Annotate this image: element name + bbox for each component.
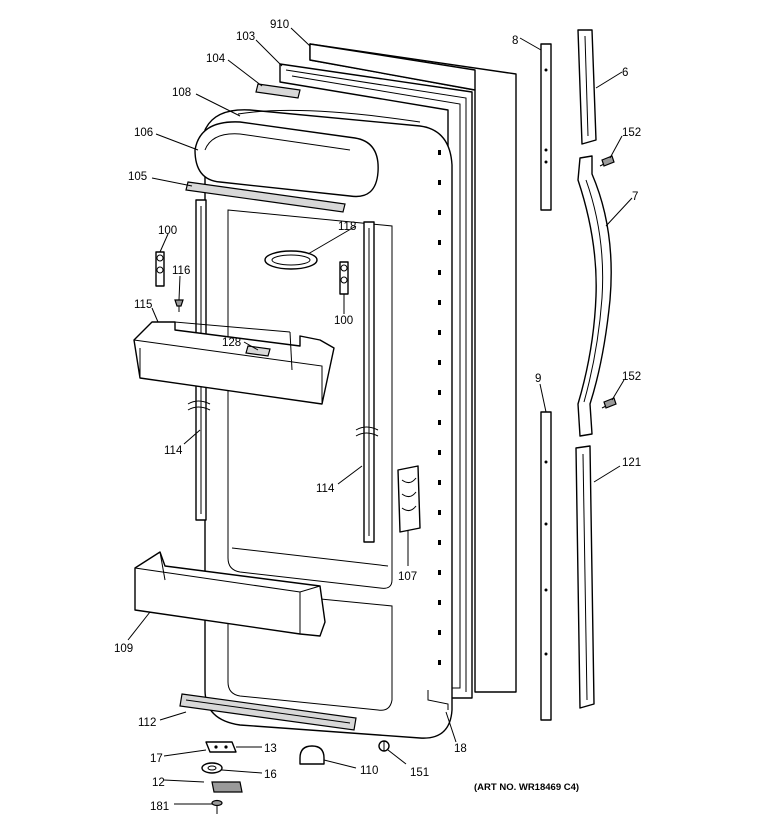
callout-110: 110 bbox=[360, 765, 378, 777]
callout-100-left: 100 bbox=[158, 225, 177, 237]
callout-109: 109 bbox=[114, 643, 133, 655]
dairy-trim-bar bbox=[185, 181, 346, 213]
rail-break-marks bbox=[187, 400, 379, 437]
hinge-plate bbox=[205, 741, 237, 753]
callout-107: 107 bbox=[398, 571, 417, 583]
handle-cap-lower bbox=[575, 445, 595, 709]
callout-118: 118 bbox=[338, 221, 356, 233]
art-number: (ART NO. WR18469 C4) bbox=[474, 782, 579, 793]
callout-108: 108 bbox=[172, 87, 191, 99]
shelf-clip-left bbox=[155, 251, 165, 287]
lower-door-bin bbox=[134, 551, 326, 637]
callout-181: 181 bbox=[150, 801, 169, 813]
handle-screw-lower bbox=[601, 397, 617, 409]
liner-flange-holes bbox=[438, 150, 441, 665]
callout-104: 104 bbox=[206, 53, 226, 65]
door-stop-block bbox=[397, 465, 421, 533]
shelf-rail-right bbox=[363, 221, 375, 543]
handle-cap-upper bbox=[577, 29, 597, 145]
hinge-screw bbox=[211, 799, 223, 814]
callout-114-right: 114 bbox=[316, 483, 335, 495]
outer-door-panel bbox=[309, 43, 517, 693]
callout-17: 17 bbox=[150, 753, 163, 765]
handle-pocket bbox=[264, 250, 318, 270]
shelf-clip-right bbox=[339, 261, 349, 295]
upper-door-bin bbox=[133, 321, 335, 405]
callout-121: 121 bbox=[622, 457, 641, 469]
leader-lines bbox=[127, 27, 633, 805]
screw-116 bbox=[174, 299, 184, 312]
callout-13: 13 bbox=[264, 743, 277, 755]
callout-106: 106 bbox=[134, 127, 153, 139]
cap-110 bbox=[299, 745, 325, 765]
callout-105: 105 bbox=[128, 171, 147, 183]
callout-16: 16 bbox=[264, 769, 277, 781]
callout-152-lower: 152 bbox=[622, 371, 641, 383]
callout-910: 910 bbox=[270, 19, 289, 31]
gasket-corner bbox=[427, 690, 449, 710]
callout-100-right: 100 bbox=[334, 315, 353, 327]
callout-152-upper: 152 bbox=[622, 127, 641, 139]
trim-strip-lower bbox=[540, 411, 552, 721]
callout-103: 103 bbox=[236, 31, 255, 43]
callout-128: 128 bbox=[222, 337, 241, 349]
trim-strip-upper bbox=[540, 43, 552, 211]
callout-116: 116 bbox=[172, 265, 190, 277]
hinge-shim bbox=[211, 781, 243, 793]
callout-18: 18 bbox=[454, 743, 467, 755]
callout-114-left: 114 bbox=[164, 445, 183, 457]
callout-7: 7 bbox=[632, 191, 638, 203]
callout-8: 8 bbox=[512, 35, 518, 47]
callout-12: 12 bbox=[152, 777, 165, 789]
liner-top-trim bbox=[237, 83, 421, 123]
callout-9: 9 bbox=[535, 373, 541, 385]
callout-151: 151 bbox=[410, 767, 429, 779]
dairy-door bbox=[194, 121, 379, 198]
callout-labels: 910 103 104 108 106 105 118 100 116 100 … bbox=[114, 19, 641, 813]
hinge-bushing bbox=[201, 762, 223, 774]
callout-6: 6 bbox=[622, 67, 628, 79]
callout-115: 115 bbox=[134, 299, 152, 311]
callout-112: 112 bbox=[138, 717, 156, 729]
handle-screw-upper bbox=[599, 155, 615, 167]
bottom-trim bbox=[179, 693, 357, 731]
door-handle bbox=[577, 155, 612, 437]
screw-151 bbox=[378, 740, 390, 752]
